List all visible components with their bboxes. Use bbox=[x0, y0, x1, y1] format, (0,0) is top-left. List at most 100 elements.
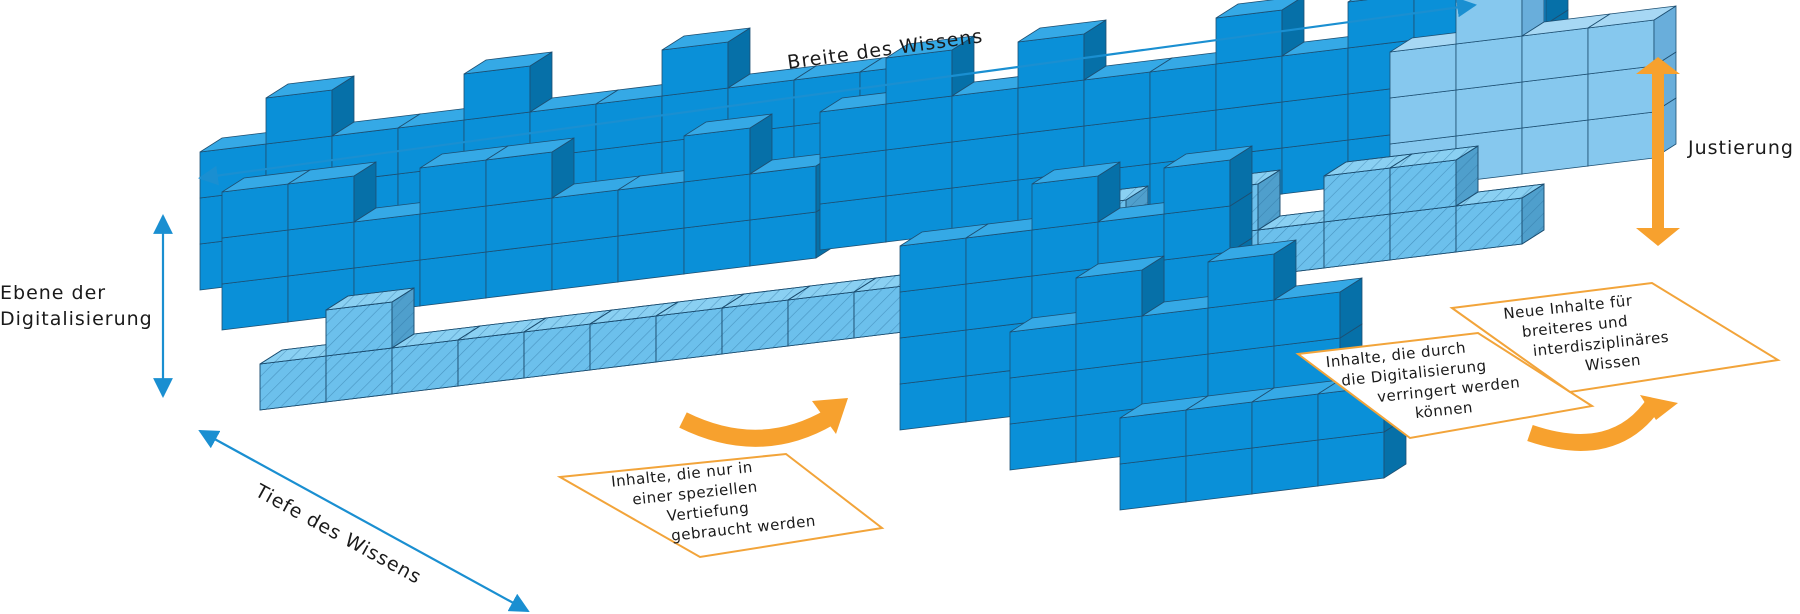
breite-axis bbox=[198, 0, 1477, 186]
cube-face bbox=[1185, 447, 1253, 503]
cube-face bbox=[1017, 79, 1085, 135]
cube-face bbox=[661, 41, 729, 97]
cube-face bbox=[485, 151, 553, 207]
cube-face bbox=[749, 165, 817, 221]
cube-face-hatch bbox=[1455, 197, 1523, 253]
cube-face bbox=[683, 127, 751, 183]
cube-face bbox=[951, 87, 1019, 143]
cube-face bbox=[885, 95, 953, 151]
cube-face bbox=[287, 175, 355, 231]
cube-blocks bbox=[199, 0, 1677, 511]
cube-face bbox=[1075, 269, 1143, 325]
cube-face bbox=[819, 103, 887, 159]
cube-face bbox=[265, 89, 333, 145]
cube-face bbox=[463, 65, 531, 121]
cube-face-hatch bbox=[457, 331, 525, 387]
cube-face bbox=[1281, 93, 1349, 149]
cube-face bbox=[1185, 401, 1253, 457]
cube-face-hatch bbox=[259, 355, 327, 411]
cube-face bbox=[1215, 9, 1283, 65]
cube-face bbox=[1587, 19, 1655, 75]
cube-face-hatch bbox=[325, 301, 393, 357]
cube-face bbox=[551, 189, 619, 245]
cube-face bbox=[1149, 63, 1217, 119]
cube-face-hatch bbox=[1389, 159, 1457, 215]
cube-face bbox=[419, 251, 487, 307]
cube-face bbox=[617, 227, 685, 283]
cube-face bbox=[1163, 205, 1231, 261]
cube-face bbox=[1317, 431, 1385, 487]
cube-face bbox=[1455, 81, 1523, 137]
cube-face bbox=[965, 229, 1033, 285]
cube-face bbox=[899, 237, 967, 293]
cube-face bbox=[1031, 175, 1099, 231]
cube-face bbox=[221, 275, 289, 331]
cube-face bbox=[1207, 299, 1275, 355]
cube-face-hatch bbox=[1323, 213, 1391, 269]
cube-face-hatch bbox=[1455, 183, 1545, 207]
cube-face bbox=[1587, 5, 1677, 29]
note-frame-spezial bbox=[556, 452, 885, 559]
curved-arrow-neu-icon bbox=[1527, 395, 1678, 451]
cube-face bbox=[819, 195, 887, 251]
justierung-label: Justierung bbox=[1688, 137, 1794, 159]
cube-face bbox=[951, 133, 1019, 189]
justierung-arrow-icon bbox=[1636, 57, 1680, 246]
cube-face bbox=[1075, 255, 1165, 279]
cube-face bbox=[1119, 409, 1187, 465]
cube-face-hatch bbox=[523, 323, 591, 379]
cube-face bbox=[1521, 27, 1589, 83]
curved-arrow-spezial-icon bbox=[679, 398, 848, 447]
cube-face bbox=[1521, 119, 1589, 175]
cube-face-hatch bbox=[655, 307, 723, 363]
cube-face bbox=[965, 275, 1033, 331]
cube-face-hatch bbox=[1389, 205, 1457, 261]
cube-face bbox=[683, 173, 751, 229]
cube-face bbox=[1281, 47, 1349, 103]
cube-face-hatch bbox=[1323, 167, 1391, 223]
cube-face bbox=[1545, 0, 1569, 25]
cube-face bbox=[1455, 35, 1523, 91]
cube-face bbox=[1141, 307, 1209, 363]
cube-face bbox=[899, 375, 967, 431]
cube-face bbox=[899, 329, 967, 385]
cube-face bbox=[419, 205, 487, 261]
cube-face bbox=[1587, 65, 1655, 121]
cube-face bbox=[1163, 159, 1231, 215]
cube-face bbox=[1009, 369, 1077, 425]
cube-face bbox=[221, 183, 289, 239]
cube-face bbox=[1389, 89, 1457, 145]
cube-face bbox=[485, 197, 553, 253]
cube-face bbox=[885, 141, 953, 197]
cube-face bbox=[1215, 55, 1283, 111]
cube-face bbox=[617, 181, 685, 237]
cube-face bbox=[683, 219, 751, 275]
ebene-label-line1: Ebene der bbox=[0, 282, 107, 304]
cube-face bbox=[287, 221, 355, 277]
cube-face bbox=[1251, 439, 1319, 495]
cube-face bbox=[1009, 415, 1077, 471]
note-frame-neu bbox=[1449, 281, 1781, 394]
cube-face bbox=[1273, 291, 1341, 347]
cube-face-hatch bbox=[589, 315, 657, 371]
cube-face bbox=[1031, 221, 1099, 277]
cube-face bbox=[1389, 43, 1457, 99]
cube-face-hatch bbox=[787, 291, 855, 347]
cube-face-hatch bbox=[325, 347, 393, 403]
cube-face bbox=[1587, 111, 1655, 167]
cube-face bbox=[1119, 455, 1187, 511]
cube-face bbox=[221, 229, 289, 285]
cube-face bbox=[1075, 361, 1143, 417]
cube-face bbox=[353, 213, 421, 269]
cube-face bbox=[419, 159, 487, 215]
cube-face bbox=[1273, 277, 1363, 301]
cube-face bbox=[485, 243, 553, 299]
cube-face-hatch bbox=[325, 287, 415, 311]
cube-face bbox=[1017, 33, 1085, 89]
cube-face bbox=[1075, 315, 1143, 371]
note-frame-digital bbox=[1295, 331, 1595, 440]
cube-face bbox=[1009, 323, 1077, 379]
cube-face bbox=[749, 211, 817, 267]
cube-face bbox=[899, 283, 967, 339]
